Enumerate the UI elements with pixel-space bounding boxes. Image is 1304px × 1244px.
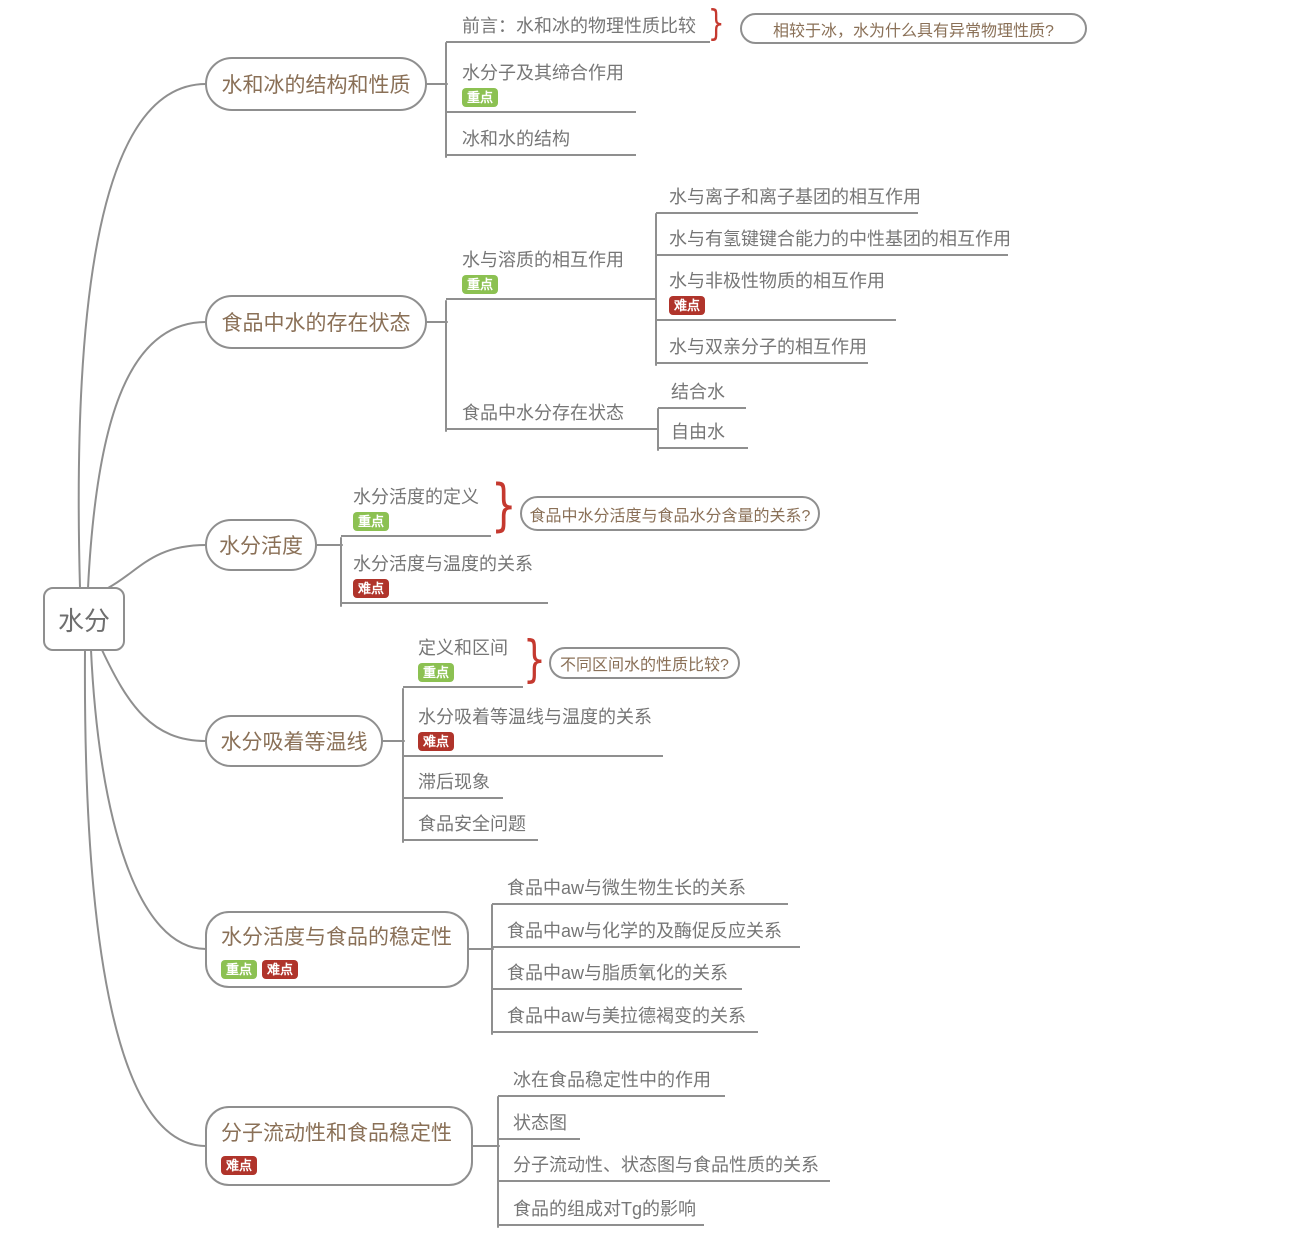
topic-label: 水与非极性物质的相互作用 <box>669 271 885 291</box>
topic-label: 定义和区间 <box>418 638 508 658</box>
topic-label: 滞后现象 <box>418 772 490 792</box>
topic-label: 冰在食品稳定性中的作用 <box>513 1070 711 1090</box>
branch-label: 分子流动性和食品稳定性 <box>221 1122 452 1145</box>
badge-difficult: 难点 <box>221 1156 258 1175</box>
topic-item[interactable]: 食品中aw与微生物生长的关系 <box>492 877 788 905</box>
topic-item[interactable]: 状态图 <box>498 1112 580 1140</box>
topic-label: 食品中aw与化学的及酶促反应关系 <box>507 921 783 941</box>
connector-line <box>107 544 207 589</box>
branch-node-water-activity[interactable]: 水分活度 <box>205 519 317 571</box>
topic-label: 食品中aw与脂质氧化的关系 <box>507 963 729 983</box>
badge-difficult: 难点 <box>353 579 390 598</box>
topic-label: 状态图 <box>513 1113 567 1133</box>
connector-line <box>87 321 207 589</box>
topic-label: 水与离子和离子基团的相互作用 <box>669 187 921 207</box>
topic-label: 水与溶质的相互作用 <box>462 250 624 270</box>
topic-label: 水分吸着等温线与温度的关系 <box>418 707 652 727</box>
topic-item[interactable]: 食品中水分存在状态 <box>446 402 658 430</box>
topic-item[interactable]: 分子流动性、状态图与食品性质的关系 <box>498 1154 830 1182</box>
sub-topic-item[interactable]: 水与有氢键键合能力的中性基团的相互作用 <box>656 228 1011 256</box>
branch-node-molecular-mobility[interactable]: 分子流动性和食品稳定性 难点 <box>205 1106 473 1186</box>
badge-important: 重点 <box>353 512 390 531</box>
topic-label: 食品中水分存在状态 <box>462 403 624 423</box>
sub-topic-item[interactable]: 水与双亲分子的相互作用 <box>656 336 868 364</box>
topic-label: 水分子及其缔合作用 <box>462 63 624 83</box>
topic-item[interactable]: 食品中aw与美拉德褐变的关系 <box>492 1005 758 1033</box>
connector-line <box>90 649 207 950</box>
root-node[interactable]: 水分 <box>43 587 125 651</box>
topic-label: 水与有氢键键合能力的中性基团的相互作用 <box>669 229 1011 249</box>
badge-difficult: 难点 <box>669 296 706 315</box>
callout-pill[interactable]: 食品中水分活度与食品水分含量的关系? <box>520 496 820 531</box>
branch-label: 水分活度与食品的稳定性 <box>221 925 452 949</box>
topic-item[interactable]: 冰和水的结构 <box>446 128 636 156</box>
topic-item[interactable]: 水与溶质的相互作用 重点 <box>446 249 656 300</box>
badge-row: 难点 <box>221 1152 258 1175</box>
topic-label: 食品的组成对Tg的影响 <box>513 1199 697 1219</box>
badge-important: 重点 <box>221 959 258 979</box>
topic-item[interactable]: 水分子及其缔合作用 重点 <box>446 62 636 113</box>
callout-pill[interactable]: 不同区间水的性质比较? <box>549 647 740 679</box>
topic-item[interactable]: 水分吸着等温线与温度的关系 难点 <box>403 706 663 757</box>
topic-item[interactable]: 食品安全问题 <box>403 813 538 841</box>
connector-line <box>101 649 207 742</box>
topic-label: 水分活度的定义 <box>353 487 479 507</box>
badge-difficult: 难点 <box>262 959 299 979</box>
brace-icon: } <box>491 473 517 538</box>
topic-item[interactable]: 食品的组成对Tg的影响 <box>498 1198 704 1226</box>
branch-node-water-states[interactable]: 食品中水的存在状态 <box>205 295 427 349</box>
branch-node-water-ice-structure[interactable]: 水和冰的结构和性质 <box>205 57 427 111</box>
sub-topic-item[interactable]: 水与非极性物质的相互作用 难点 <box>656 270 896 321</box>
topic-label: 自由水 <box>671 422 725 442</box>
sub-topic-item[interactable]: 自由水 <box>658 421 748 449</box>
topic-item[interactable]: 前言：水和冰的物理性质比较 <box>446 15 710 43</box>
brace-icon: } <box>523 630 546 688</box>
callout-pill[interactable]: 相较于冰，水为什么具有异常物理性质? <box>740 13 1087 44</box>
topic-label: 水分活度与温度的关系 <box>353 554 533 574</box>
topic-item[interactable]: 食品中aw与化学的及酶促反应关系 <box>492 920 800 948</box>
topic-label: 食品安全问题 <box>418 814 526 834</box>
topic-item[interactable]: 滞后现象 <box>403 771 503 799</box>
badge-row: 重点 难点 <box>221 956 299 979</box>
topic-label: 结合水 <box>671 382 725 402</box>
connector-line <box>83 649 207 1147</box>
topic-label: 前言：水和冰的物理性质比较 <box>462 16 696 36</box>
topic-label: 分子流动性、状态图与食品性质的关系 <box>513 1155 819 1175</box>
badge-important: 重点 <box>462 88 499 107</box>
topic-label: 食品中aw与微生物生长的关系 <box>507 878 747 898</box>
topic-label: 水与双亲分子的相互作用 <box>669 337 867 357</box>
branch-node-aw-stability[interactable]: 水分活度与食品的稳定性 重点 难点 <box>205 911 469 988</box>
topic-item[interactable]: 水分活度与温度的关系 难点 <box>341 553 548 604</box>
brace-icon: } <box>708 3 725 44</box>
sub-topic-item[interactable]: 水与离子和离子基团的相互作用 <box>656 186 921 214</box>
topic-label: 食品中aw与美拉德褐变的关系 <box>507 1006 747 1026</box>
topic-item[interactable]: 水分活度的定义 重点 <box>341 486 491 537</box>
badge-difficult: 难点 <box>418 732 455 751</box>
topic-item[interactable]: 食品中aw与脂质氧化的关系 <box>492 962 742 990</box>
topic-item[interactable]: 冰在食品稳定性中的作用 <box>498 1069 725 1097</box>
topic-label: 冰和水的结构 <box>462 129 570 149</box>
sub-topic-item[interactable]: 结合水 <box>658 381 746 409</box>
connector-line <box>77 83 207 589</box>
branch-node-sorption-isotherm[interactable]: 水分吸着等温线 <box>205 715 383 767</box>
badge-important: 重点 <box>462 275 499 294</box>
topic-item[interactable]: 定义和区间 重点 <box>403 637 523 688</box>
badge-important: 重点 <box>418 663 455 682</box>
